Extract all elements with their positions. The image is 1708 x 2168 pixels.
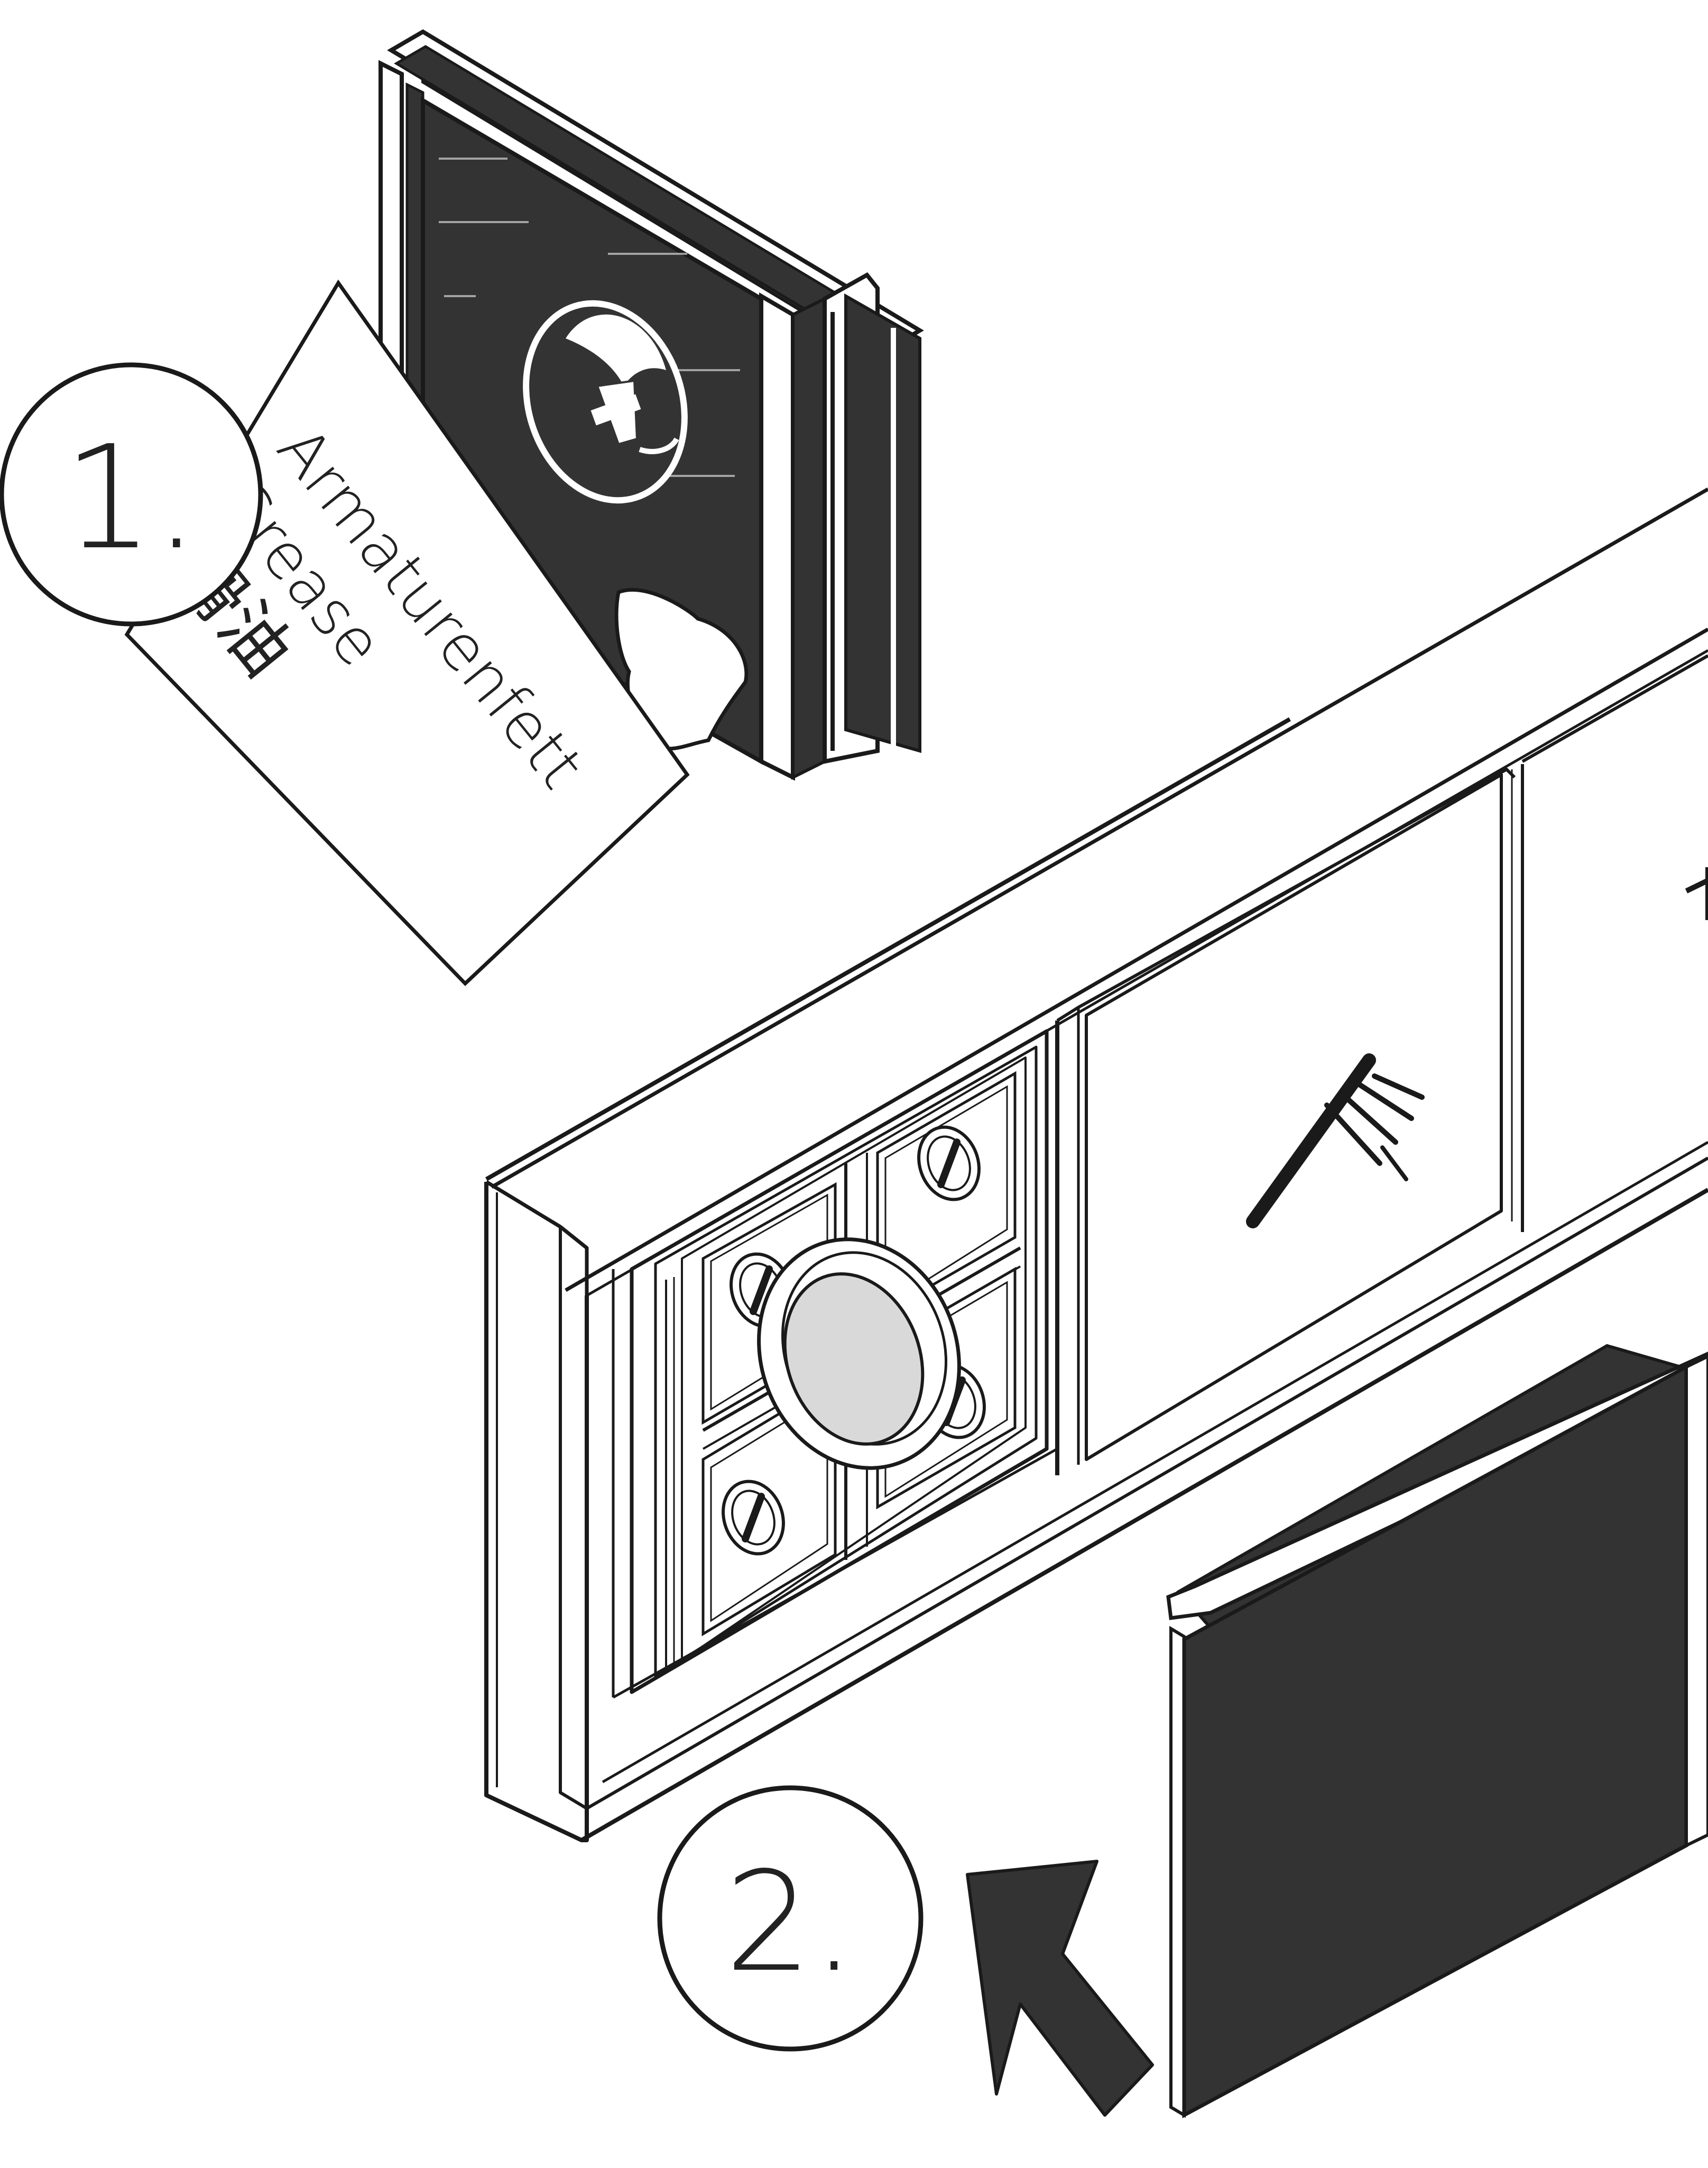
step-1-marker: 1. (0, 362, 263, 627)
push-arrow-icon (966, 1860, 1154, 2117)
screw-icon (917, 1125, 981, 1201)
shower-head-icon (1246, 1053, 1425, 1228)
screw-icon (722, 1480, 785, 1556)
step-2-label: 2. (725, 1843, 856, 2002)
step-1-label: 1. (63, 415, 199, 581)
center-cap (757, 1237, 961, 1470)
cover-plate-bottom (1166, 1344, 1708, 2118)
step-2-marker: 2. (657, 1785, 924, 2052)
